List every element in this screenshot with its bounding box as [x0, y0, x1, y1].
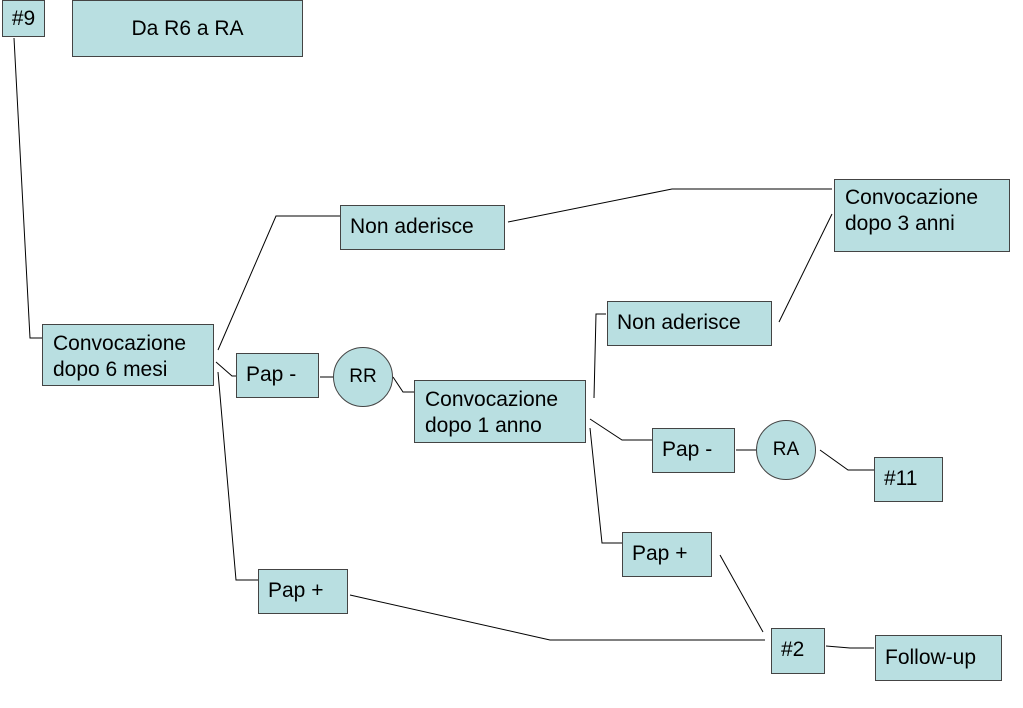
node-convocazione-1-anno-line2: dopo 1 anno: [425, 414, 542, 438]
node-convocazione-6-mesi: Convocazione dopo 6 mesi: [42, 324, 214, 386]
link-conv6-to-papminus1: [215, 361, 236, 377]
diagram-title: Da R6 a RA: [72, 0, 303, 57]
link-conv1-to-papminus2: [589, 418, 652, 441]
link-nonaderisce2-to-conv3: [778, 213, 833, 323]
node-convocazione-6-mesi-line2: dopo 6 mesi: [53, 358, 168, 382]
link-ra-to-11: [819, 449, 874, 471]
node-tag-2: #2: [771, 628, 825, 674]
link-conv1-to-nonaderisce2: [593, 313, 606, 399]
node-pap-plus-1: Pap +: [258, 569, 348, 614]
link-9-to-conv6: [13, 37, 44, 339]
node-convocazione-1-anno: Convocazione dopo 1 anno: [414, 380, 586, 443]
node-pap-minus-1: Pap -: [236, 353, 319, 398]
link-conv6-to-papplus1: [217, 371, 258, 581]
link-papplus2-to-2: [719, 554, 764, 633]
node-pap-plus-2: Pap +: [622, 532, 712, 577]
node-convocazione-3-anni-line2: dopo 3 anni: [845, 212, 955, 236]
link-conv1-to-papplus2: [589, 427, 622, 544]
node-rr: RR: [333, 347, 393, 407]
link-conv6-to-nonaderisce1: [217, 215, 340, 351]
node-non-aderisce-2: Non aderisce: [607, 301, 772, 346]
node-convocazione-3-anni-line1: Convocazione: [845, 186, 979, 209]
node-tag-9: #9: [2, 0, 45, 37]
node-convocazione-1-anno-line1: Convocazione: [425, 388, 559, 411]
node-convocazione-6-mesi-line1: Convocazione: [53, 332, 187, 355]
node-follow-up: Follow-up: [875, 635, 1002, 681]
node-ra: RA: [756, 420, 816, 480]
node-convocazione-3-anni: Convocazione dopo 3 anni: [834, 179, 1010, 252]
node-tag-11: #11: [874, 457, 943, 502]
node-pap-minus-2: Pap -: [652, 428, 735, 473]
link-nonaderisce1-to-conv3: [507, 188, 832, 223]
link-papplus1-to-2: [349, 594, 765, 641]
link-2-to-followup: [825, 645, 874, 649]
node-non-aderisce-1: Non aderisce: [340, 205, 505, 250]
link-rr-to-conv1: [392, 376, 414, 393]
